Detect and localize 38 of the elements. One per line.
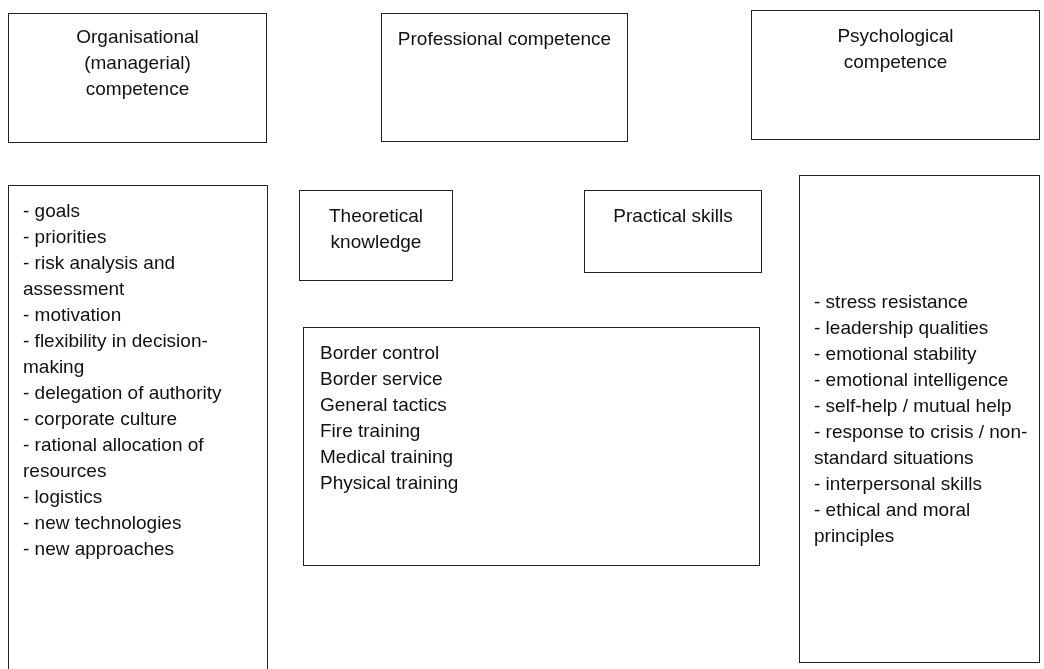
list-item: - risk analysis and assessment [23,251,177,301]
list-item: - emotional stability [814,342,978,366]
list-item: - new approaches [23,537,176,561]
list-item: - priorities [23,225,108,249]
category-box [8,13,267,143]
category-box [751,10,1040,140]
list-item: Medical training [320,445,455,469]
list-item: - rational allocation of resources [23,433,205,483]
list-box [799,175,1040,663]
box-heading: Professional competence [396,27,613,51]
list-item: - interpersonal skills [814,472,983,496]
list-item: - corporate culture [23,407,179,431]
list-item: - stress resistance [814,290,970,314]
list-item: - motivation [23,303,123,327]
list-item: - flexibility in decision-making [23,329,209,379]
box-heading: Theoretical knowledge [328,204,424,254]
list-item: - logistics [23,485,104,509]
list-item: - leadership qualities [814,316,990,340]
list-item: - delegation of authority [23,381,223,405]
list-item: Border service [320,367,444,391]
list-item: General tactics [320,393,448,417]
list-box [8,185,268,669]
box-heading: Psychological competence [836,24,955,74]
list-item: Fire training [320,419,422,443]
box-heading: Practical skills [612,204,734,228]
list-item: - response to crisis / non-standard situations [814,420,1029,470]
box-heading: Organisational (managerial) competence [75,25,200,101]
subcategory-box [584,190,762,273]
list-item: - new technologies [23,511,183,535]
list-item: Border control [320,341,441,365]
list-item: - ethical and moral principles [814,498,972,548]
list-item: - emotional intelligence [814,368,1010,392]
list-item: - self-help / mutual help [814,394,1013,418]
category-box [381,13,628,142]
list-box [303,327,760,566]
list-item: - goals [23,199,82,223]
subcategory-box [299,190,453,281]
list-item: Physical training [320,471,460,495]
